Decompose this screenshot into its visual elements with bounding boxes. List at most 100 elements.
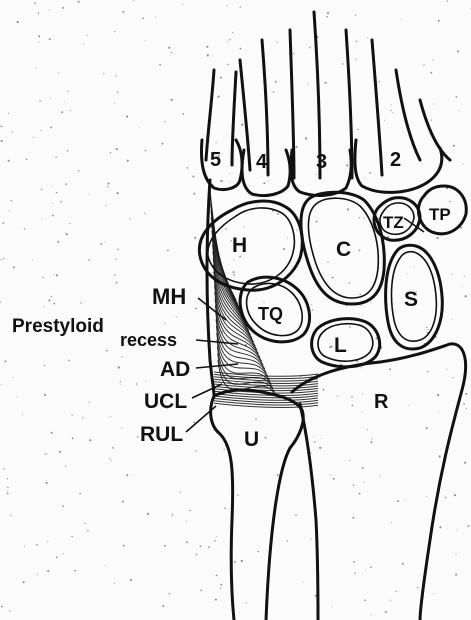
- speckle-dot: [323, 368, 324, 369]
- speckle-dot: [65, 465, 66, 466]
- speckle-dot: [422, 164, 423, 165]
- speckle-dot: [391, 522, 392, 523]
- speckle-dot: [265, 437, 267, 439]
- speckle-dot: [8, 160, 10, 162]
- speckle-dot: [465, 295, 467, 297]
- speckle-dot: [455, 553, 456, 554]
- speckle-dot: [215, 599, 217, 601]
- label-recess: recess: [120, 330, 177, 350]
- speckle-dot: [454, 494, 456, 496]
- speckle-dot: [216, 142, 217, 143]
- speckle-dot: [195, 450, 196, 451]
- speckle-dot: [379, 81, 380, 82]
- speckle-dot: [13, 266, 15, 268]
- speckle-dot: [216, 536, 217, 537]
- speckle-dot: [208, 546, 210, 548]
- speckle-dot: [413, 266, 414, 267]
- speckle-dot: [89, 194, 90, 195]
- speckle-dot: [7, 478, 8, 479]
- speckle-dot: [438, 20, 440, 22]
- speckle-dot: [12, 131, 13, 132]
- speckle-dot: [52, 186, 53, 187]
- speckle-dot: [38, 42, 39, 43]
- speckle-dot: [220, 180, 222, 182]
- speckle-dot: [417, 587, 418, 588]
- speckle-dot: [232, 32, 233, 33]
- speckle-dot: [123, 545, 125, 547]
- speckle-dot: [207, 54, 209, 56]
- speckle-dot: [4, 360, 6, 362]
- speckle-dot: [88, 259, 90, 261]
- speckle-dot: [33, 137, 34, 138]
- speckle-dot: [72, 438, 74, 440]
- speckle-dot: [8, 113, 9, 114]
- speckle-dot: [231, 347, 232, 348]
- speckle-dot: [17, 396, 18, 397]
- speckle-dot: [327, 12, 329, 14]
- speckle-dot: [347, 208, 349, 210]
- speckle-dot: [67, 91, 68, 92]
- speckle-dot: [319, 447, 321, 449]
- speckle-dot: [321, 438, 322, 439]
- speckle-dot: [237, 494, 238, 495]
- speckle-dot: [397, 500, 399, 502]
- speckle-dot: [362, 411, 363, 412]
- speckle-dot: [379, 475, 380, 476]
- speckle-dot: [103, 73, 104, 74]
- speckle-dot: [263, 302, 264, 303]
- label-ulna: U: [244, 428, 259, 451]
- speckle-dot: [111, 460, 112, 461]
- speckle-dot: [117, 192, 119, 194]
- speckle-dot: [330, 474, 331, 475]
- speckle-dot: [172, 514, 174, 516]
- speckle-dot: [34, 2, 36, 4]
- speckle-dot: [26, 158, 28, 160]
- speckle-dot: [13, 377, 14, 378]
- speckle-dot: [89, 402, 90, 403]
- speckle-dot: [370, 614, 371, 615]
- speckle-dot: [37, 574, 38, 575]
- speckle-dot: [109, 458, 110, 459]
- speckle-dot: [241, 560, 243, 562]
- speckle-dot: [359, 294, 361, 296]
- speckle-dot: [229, 39, 230, 40]
- speckle-dot: [356, 41, 357, 42]
- speckle-dot: [118, 366, 120, 368]
- speckle-dot: [164, 323, 165, 324]
- speckle-dot: [0, 259, 1, 260]
- speckle-dot: [225, 228, 227, 230]
- speckle-dot: [277, 42, 278, 43]
- speckle-dot: [303, 582, 304, 583]
- speckle-dot: [46, 453, 47, 454]
- speckle-dot: [327, 262, 328, 263]
- speckle-dot: [296, 146, 298, 148]
- speckle-dot: [357, 129, 358, 130]
- speckle-dot: [87, 530, 89, 532]
- speckle-dot: [214, 540, 216, 542]
- speckle-dot: [50, 98, 51, 99]
- speckle-dot: [84, 523, 85, 524]
- speckle-dot: [230, 182, 231, 183]
- speckle-dot: [127, 160, 129, 162]
- speckle-dot: [268, 180, 269, 181]
- speckle-dot: [39, 100, 40, 101]
- speckle-dot: [325, 82, 327, 84]
- speckle-dot: [362, 393, 363, 394]
- speckle-dot: [362, 467, 364, 469]
- label-metacarpal-5: 5: [210, 149, 221, 171]
- speckle-dot: [426, 427, 428, 429]
- speckle-dot: [364, 599, 366, 601]
- speckle-dot: [66, 233, 68, 235]
- speckle-dot: [456, 96, 458, 98]
- speckle-dot: [445, 497, 446, 498]
- speckle-dot: [7, 492, 9, 494]
- speckle-dot: [433, 103, 434, 104]
- speckle-dot: [147, 513, 149, 515]
- speckle-dot: [189, 510, 190, 511]
- speckle-dot: [194, 237, 196, 239]
- speckle-dot: [51, 296, 52, 297]
- speckle-dot: [82, 417, 83, 418]
- speckle-dot: [78, 1, 80, 3]
- speckle-dot: [145, 40, 146, 41]
- speckle-dot: [186, 541, 188, 543]
